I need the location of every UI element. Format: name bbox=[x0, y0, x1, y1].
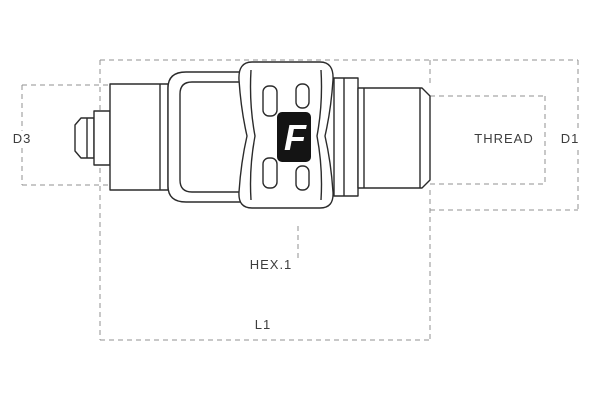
label-d3: D3 bbox=[8, 130, 36, 148]
front-sleeve bbox=[167, 71, 250, 203]
front-sleeve-lip bbox=[179, 81, 250, 193]
brand-logo-background bbox=[277, 112, 311, 162]
sleeve-knurl-right bbox=[316, 69, 323, 201]
label-d1: D1 bbox=[556, 130, 584, 148]
sleeve-knurl-left bbox=[249, 69, 256, 201]
brand-logo-letter: F bbox=[284, 117, 307, 158]
label-hex: HEX.1 bbox=[245, 256, 297, 274]
sleeve-slot-top-right bbox=[295, 83, 310, 109]
sleeve-slot-bottom-right bbox=[295, 165, 310, 191]
rear-collar bbox=[333, 77, 359, 197]
nose-tip bbox=[74, 117, 95, 159]
sleeve-slot-top-left bbox=[262, 85, 278, 117]
threaded-end bbox=[357, 87, 431, 189]
coupling-body bbox=[74, 61, 431, 209]
tip-step bbox=[93, 110, 111, 166]
label-l1: L1 bbox=[250, 316, 276, 334]
sleeve-slot-bottom-left bbox=[262, 157, 278, 189]
label-thread: THREAD bbox=[470, 130, 538, 148]
brand-logo: F bbox=[277, 112, 311, 162]
front-body bbox=[109, 83, 169, 191]
dimension-lines bbox=[21, 59, 579, 341]
